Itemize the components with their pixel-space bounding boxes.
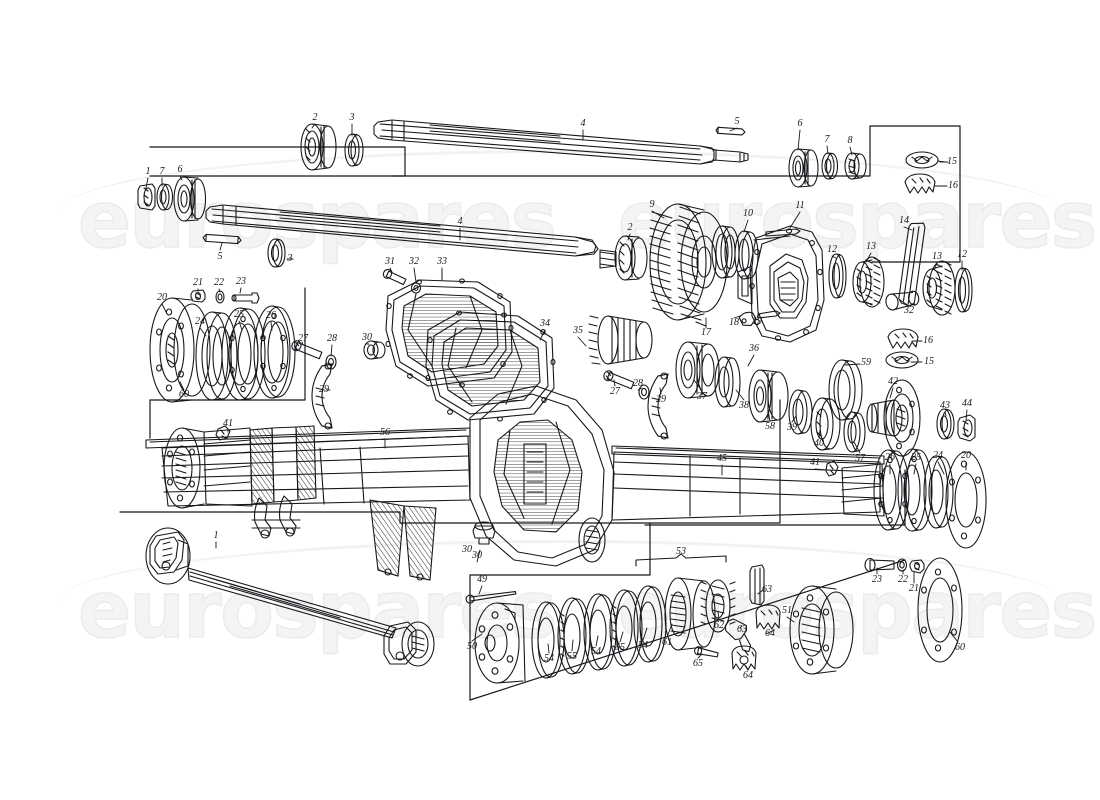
callout-number: 3 (349, 112, 355, 123)
callout-number: 22 (898, 574, 908, 585)
callout-number: 4 (580, 118, 586, 129)
callout-number: 1 (145, 166, 151, 177)
callout-number: 62 (714, 620, 724, 631)
callout-number: 10 (743, 208, 753, 219)
callout-number: 11 (795, 200, 805, 211)
callout-number: 29 (656, 394, 666, 405)
callout-number: 37 (697, 391, 707, 402)
callout-number: 59 (861, 357, 871, 368)
callout-number: 30 (362, 332, 372, 343)
callout-number: 14 (899, 215, 909, 226)
callout-number: 58 (765, 421, 775, 432)
callout-number: 61 (662, 637, 672, 648)
callout-number: 2 (312, 112, 318, 123)
callout-number: 25 (911, 452, 921, 463)
callout-number: 64 (743, 670, 753, 681)
callout-number: 63 (737, 624, 747, 635)
callout-number: 57 (855, 453, 865, 464)
callout-number: 38 (739, 400, 749, 411)
callout-number: 16 (948, 180, 958, 191)
callout-number: 43 (940, 400, 950, 411)
callout-number: 7 (159, 166, 165, 177)
callout-number: 50 (467, 641, 477, 652)
callout-number: 15 (924, 356, 934, 367)
callout-number: 54 (638, 640, 648, 651)
callout-number: 5 (217, 251, 223, 262)
callout-number: 24 (933, 450, 943, 461)
callout-number: 12 (957, 249, 967, 260)
callout-number: 17 (701, 327, 711, 338)
callout-number: 22 (214, 277, 224, 288)
callout-number: 65 (693, 658, 703, 669)
callout-number: 60 (179, 389, 189, 400)
callout-number: 63 (762, 584, 772, 595)
callout-number: 31 (385, 256, 395, 267)
callout-number: 53 (676, 546, 686, 557)
callout-number: 29 (319, 384, 329, 395)
callout-number: 42 (888, 376, 898, 387)
callout-number: 26 (885, 452, 895, 463)
callout-number: 25 (234, 309, 244, 320)
callout-number: 51 (782, 605, 792, 616)
callout-number: 6 (177, 164, 183, 175)
callout-number: 16 (923, 335, 933, 346)
callout-number: 7 (824, 134, 830, 145)
callout-number: 27 (298, 333, 308, 344)
callout-number: 21 (193, 277, 203, 288)
callout-number: 12 (827, 244, 837, 255)
callout-number: 28 (633, 378, 643, 389)
callout-number: 19 (752, 316, 762, 327)
callout-number: 32 (904, 305, 914, 316)
callout-number: 28 (327, 333, 337, 344)
callout-number: 34 (540, 318, 550, 329)
callout-number: 23 (236, 276, 246, 287)
callout-number: 27 (610, 386, 620, 397)
callout-number: 60 (955, 642, 965, 653)
callout-number: 4 (457, 216, 463, 227)
callout-number: 30 (462, 544, 472, 555)
callout-number: 33 (437, 256, 447, 267)
callout-number: 20 (961, 450, 971, 461)
callout-number: 55 (567, 651, 577, 662)
callout-number: 41 (223, 418, 233, 429)
callout-number: 40 (814, 438, 824, 449)
callout-number: 55 (615, 642, 625, 653)
callout-number: 24 (195, 316, 205, 327)
callout-number: 3 (287, 253, 293, 264)
callout-number: 5 (734, 116, 740, 127)
callout-number: 13 (866, 241, 876, 252)
callout-number: 36 (749, 343, 759, 354)
callout-number: 13 (932, 251, 942, 262)
callout-number: 44 (962, 398, 972, 409)
callout-number: 35 (573, 325, 583, 336)
callout-number: 26 (266, 310, 276, 321)
callout-number: 49 (477, 574, 487, 585)
callout-number: 6 (797, 118, 803, 129)
callout-number: 1 (213, 530, 219, 541)
callout-number: 54 (591, 646, 601, 657)
callout-number: 20 (157, 292, 167, 303)
callout-number: 18 (729, 317, 739, 328)
callout-number: 15 (947, 156, 957, 167)
callout-number: 32 (409, 256, 419, 267)
callout-number: 45 (717, 453, 727, 464)
callout-number: 2 (627, 222, 633, 233)
callout-number: 64 (765, 628, 775, 639)
callout-number: 30 (472, 550, 482, 561)
callout-number: 21 (909, 583, 919, 594)
callout-number: 9 (649, 199, 655, 210)
callout-number: 41 (810, 457, 820, 468)
callout-number: 54 (544, 653, 554, 664)
callout-number: 8 (847, 135, 853, 146)
callout-number: 23 (872, 574, 882, 585)
callout-number: 56 (380, 427, 390, 438)
callout-number: 39 (787, 422, 797, 433)
